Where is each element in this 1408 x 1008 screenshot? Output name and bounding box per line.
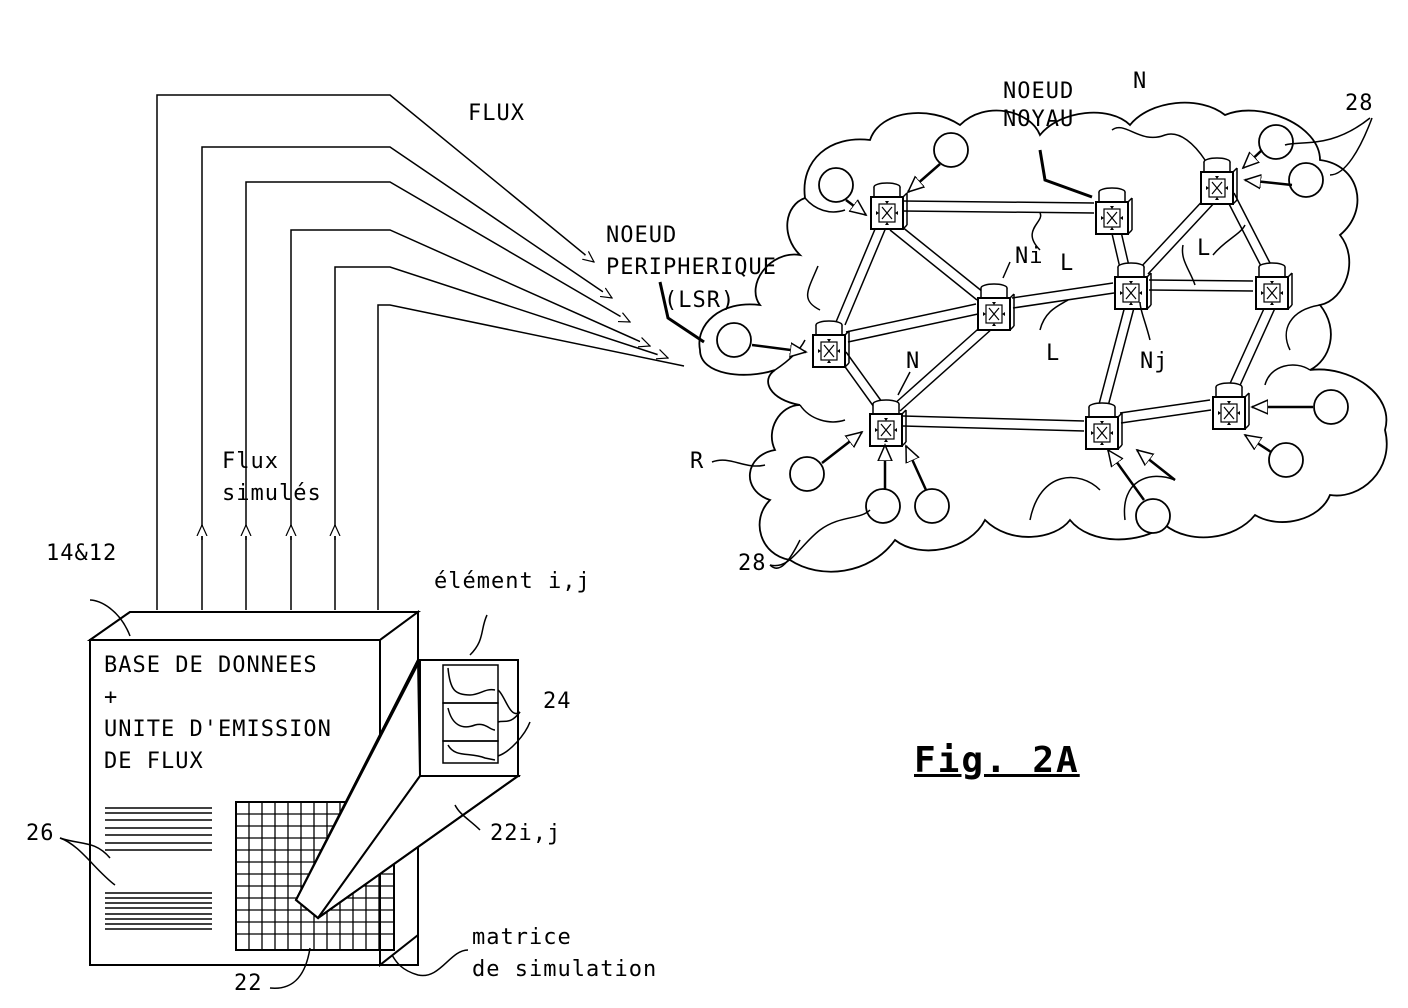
label-flux: FLUX [468,100,525,128]
node-j [1213,383,1249,429]
label-element-ij: élément i,j [434,568,591,596]
label-link-l1: L [1060,250,1074,278]
label-ref-22ij: 22i,j [490,820,561,848]
label-node-n-mid: N [906,348,920,376]
label-db-line4: DE FLUX [104,748,204,776]
label-ref-14-12: 14&12 [46,540,117,568]
label-node-ni: Ni [1015,243,1044,271]
node-g [1201,158,1237,204]
label-noeud-peripherique-2: PERIPHERIQUE [606,254,777,282]
label-node-n-top: N [1133,68,1147,96]
node-h [1256,263,1292,309]
label-link-l3: L [1046,340,1060,368]
flux-lines [157,95,684,610]
label-db-line1: BASE DE DONNEES [104,652,318,680]
label-node-nj: Nj [1140,348,1169,376]
label-link-l2: L [1197,235,1211,263]
network-leaders [660,118,1372,568]
label-flux-simules-2: simulés [222,480,322,508]
label-ref-28-top: 28 [1345,90,1374,118]
node-i [1086,403,1122,449]
label-ref-22: 22 [234,970,263,998]
node-f-nj [1115,263,1151,309]
label-db-line2: + [104,684,118,712]
label-matrice-1: matrice [472,924,572,952]
label-ref-24: 24 [543,688,572,716]
label-noeud-peripherique-3: (LSR) [664,287,735,315]
figure-title: Fig. 2A [914,740,1080,781]
terminals [717,125,1348,533]
label-flux-simules-1: Flux [222,448,279,476]
node-b [1096,188,1132,234]
label-noeud-peripherique-1: NOEUD [606,222,677,250]
label-ref-28-bottom: 28 [738,550,767,578]
label-noeud-noyau-1: NOEUD [1003,78,1074,106]
label-db-line3: UNITE D'EMISSION [104,716,332,744]
label-network-r: R [690,448,704,476]
node-c [813,321,849,367]
node-a [871,183,907,229]
node-d-ni [978,284,1014,330]
label-noeud-noyau-2: NOYAU [1003,106,1074,134]
label-matrice-2: de simulation [472,956,657,984]
node-e-n [870,400,906,446]
label-ref-26: 26 [26,820,55,848]
flux-up-arrows [202,525,335,540]
